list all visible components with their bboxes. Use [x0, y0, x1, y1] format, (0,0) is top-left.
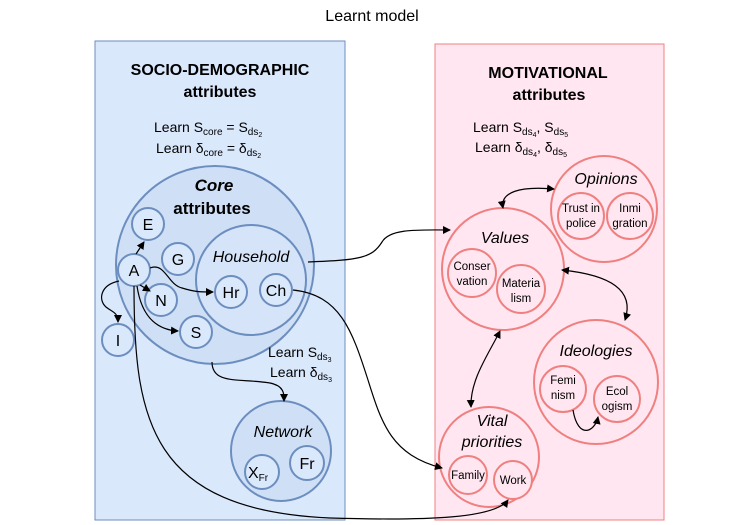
edge-a-hr	[149, 266, 214, 296]
trust-label-1: Trust in	[562, 203, 600, 215]
socio-learn-s-core: Learn Score = Sds2	[154, 119, 262, 139]
vital-label-1: Vital	[477, 413, 508, 430]
household-label: Household	[213, 249, 291, 266]
motiv-learn-s: Learn Sds4, Sds5	[473, 119, 568, 139]
values-label: Values	[481, 230, 529, 247]
edge-a-i	[100, 280, 122, 323]
socio-learn-s-ds3: Learn Sds3	[268, 344, 332, 364]
edge-household-values	[307, 225, 451, 263]
node-g	[161, 242, 195, 276]
edge-a-n	[139, 283, 151, 292]
node-feminism	[539, 365, 587, 413]
edge-a-work	[133, 285, 509, 520]
trust-label-2: police	[566, 218, 596, 230]
fem-label-2: nism	[551, 390, 575, 402]
immi-label-1: Inmi	[619, 203, 641, 215]
socio-learn-delta-ds3: Learn δds3	[270, 364, 332, 384]
edge-a-s	[136, 285, 179, 335]
eco-label-2: ogism	[602, 401, 633, 413]
socio-learn-delta-core: Learn δcore = δds2	[156, 140, 261, 160]
node-ecologism	[593, 375, 641, 423]
motiv-heading-line1: MOTIVATIONAL	[488, 65, 608, 82]
node-ch	[259, 273, 293, 307]
fem-label-1: Femi	[550, 375, 576, 387]
family-label: Family	[451, 470, 485, 482]
node-xfr	[244, 454, 280, 490]
work-label: Work	[500, 475, 527, 487]
socio-heading-line1: SOCIO-DEMOGRAPHIC	[131, 62, 310, 79]
node-g-label: G	[172, 252, 184, 269]
edge-ch-vital	[292, 289, 443, 471]
immi-label-2: gration	[612, 218, 647, 230]
socio-heading-line2: attributes	[184, 84, 257, 101]
node-n-label: N	[155, 293, 167, 310]
diagram-title: Learnt model	[325, 8, 418, 25]
node-fr-label: Fr	[299, 456, 315, 473]
node-e-label: E	[143, 217, 154, 234]
node-hr-label: Hr	[223, 285, 241, 302]
motiv-heading-line2: attributes	[513, 87, 586, 104]
node-materialism	[496, 264, 546, 314]
household-circle	[195, 224, 307, 336]
node-trust-in-police	[557, 192, 605, 240]
core-label-line2: attributes	[173, 199, 250, 218]
node-hr	[214, 275, 248, 309]
node-e	[131, 207, 165, 241]
edge-a-e	[135, 241, 145, 255]
eco-label-1: Ecol	[606, 386, 628, 398]
node-xfr-label: XFr	[248, 465, 269, 484]
node-s-label: S	[191, 325, 202, 342]
cons-label-2: vation	[457, 276, 488, 288]
mat-label-1: Materia	[502, 278, 541, 290]
node-conservation	[447, 248, 497, 298]
node-i	[101, 323, 135, 357]
ideologies-label: Ideologies	[560, 343, 633, 360]
motiv-learn-delta: Learn δds4, δds5	[475, 139, 567, 159]
node-s	[179, 315, 213, 349]
node-a-label: A	[129, 263, 140, 280]
edge-core-network	[211, 361, 289, 402]
edge-values-vital	[466, 330, 501, 408]
node-work	[493, 460, 533, 500]
node-inmigration	[606, 192, 654, 240]
node-i-label: I	[116, 333, 120, 350]
mat-label-2: lism	[511, 293, 531, 305]
edges	[100, 184, 632, 520]
node-fr	[289, 445, 325, 481]
opinions-label: Opinions	[574, 171, 637, 188]
core-label-line1: Core	[195, 176, 234, 195]
network-label: Network	[254, 424, 314, 441]
edge-values-ideologies	[561, 266, 632, 321]
vital-label-2: priorities	[461, 434, 522, 451]
cons-label-1: Conser	[453, 261, 490, 273]
edge-feminism-ecologism	[572, 409, 601, 431]
node-ch-label: Ch	[266, 283, 286, 300]
edge-values-opinions	[497, 184, 555, 209]
node-n	[144, 283, 178, 317]
node-family	[448, 455, 488, 495]
